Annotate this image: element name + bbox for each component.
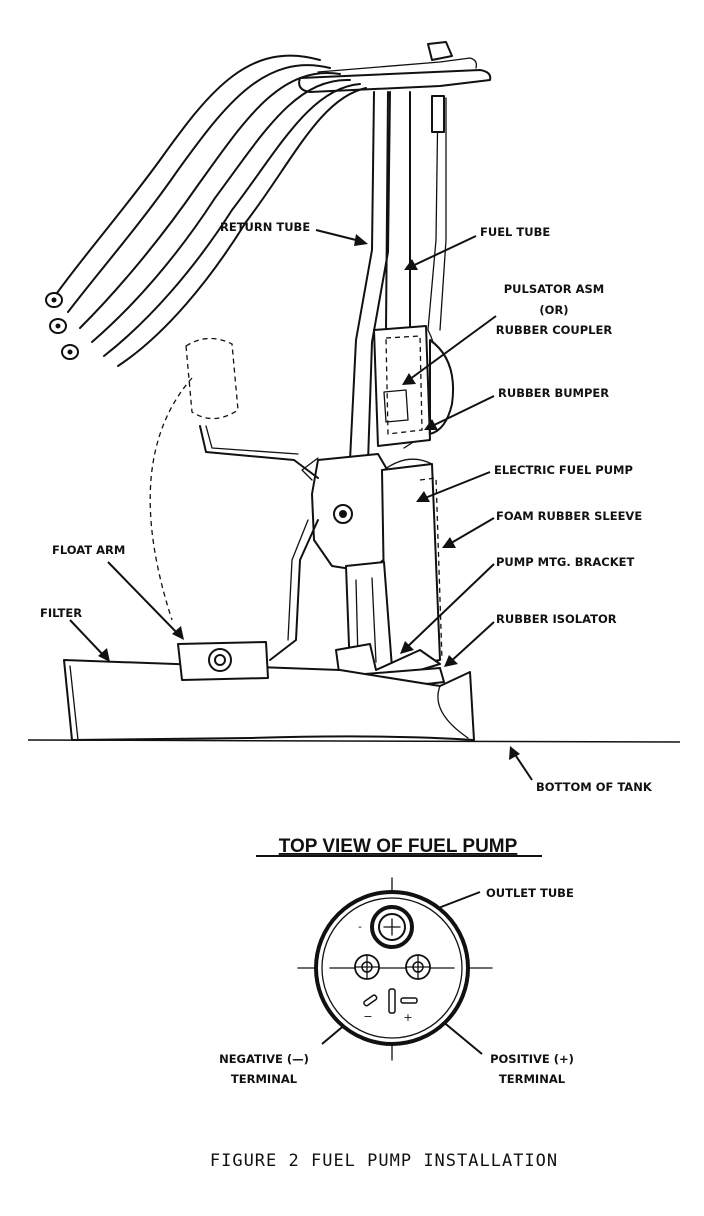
flange-nipple bbox=[427, 41, 453, 61]
label-bottom-of-tank: BOTTOM OF TANK bbox=[536, 780, 653, 794]
label-rubber-isolator: RUBBER ISOLATOR bbox=[496, 612, 617, 626]
float-rod bbox=[199, 425, 319, 479]
callout-labels: RETURN TUBE FUEL TUBE PULSATOR ASM (OR) … bbox=[40, 220, 653, 794]
positive-terminal-tab bbox=[400, 997, 418, 1004]
return-tube bbox=[349, 91, 375, 461]
bottom-of-tank-line bbox=[27, 739, 681, 743]
label-positive-terminal-2: TERMINAL bbox=[499, 1072, 566, 1086]
label-foam-rubber-sleeve: FOAM RUBBER SLEEVE bbox=[496, 509, 642, 523]
fuel-tube bbox=[385, 91, 411, 331]
label-fuel-tube: FUEL TUBE bbox=[480, 225, 550, 239]
label-pulsator-or: (OR) bbox=[539, 303, 568, 317]
label-pulsator-asm: PULSATOR ASM bbox=[504, 282, 605, 296]
top-view-section: TOP VIEW OF FUEL PUMP bbox=[219, 836, 574, 1086]
port-left bbox=[354, 954, 380, 980]
label-rubber-coupler: RUBBER COUPLER bbox=[496, 323, 613, 337]
plus-symbol: + bbox=[403, 1011, 412, 1024]
label-electric-fuel-pump: ELECTRIC FUEL PUMP bbox=[494, 463, 633, 477]
fuel-lines-bundle bbox=[45, 54, 367, 367]
label-pump-mtg-bracket: PUMP MTG. BRACKET bbox=[496, 555, 634, 569]
label-filter: FILTER bbox=[40, 606, 82, 620]
center-tab bbox=[388, 988, 396, 1014]
leader-lines bbox=[69, 229, 533, 1055]
negative-terminal-tab bbox=[363, 994, 378, 1007]
label-negative-terminal-1: NEGATIVE (—) bbox=[219, 1052, 309, 1066]
label-rubber-bumper: RUBBER BUMPER bbox=[498, 386, 609, 400]
outlet-tube-top bbox=[370, 905, 414, 949]
port-right bbox=[405, 954, 431, 980]
figure-caption: FIGURE 2 FUEL PUMP INSTALLATION bbox=[210, 1151, 558, 1171]
side-view-illustration bbox=[27, 41, 681, 743]
minus-small-symbol: - bbox=[358, 920, 362, 933]
rubber-bumper bbox=[429, 339, 454, 435]
label-return-tube: RETURN TUBE bbox=[220, 220, 310, 234]
label-negative-terminal-2: TERMINAL bbox=[231, 1072, 298, 1086]
label-float-arm: FLOAT ARM bbox=[52, 543, 125, 557]
top-view-title: TOP VIEW OF FUEL PUMP bbox=[279, 836, 518, 857]
float bbox=[185, 337, 239, 420]
minus-symbol: − bbox=[363, 1010, 372, 1023]
float-swing-arc bbox=[149, 377, 193, 621]
label-outlet-tube: OUTLET TUBE bbox=[486, 886, 574, 900]
filter-body bbox=[63, 659, 475, 741]
label-positive-terminal-1: POSITIVE (+) bbox=[490, 1052, 574, 1066]
